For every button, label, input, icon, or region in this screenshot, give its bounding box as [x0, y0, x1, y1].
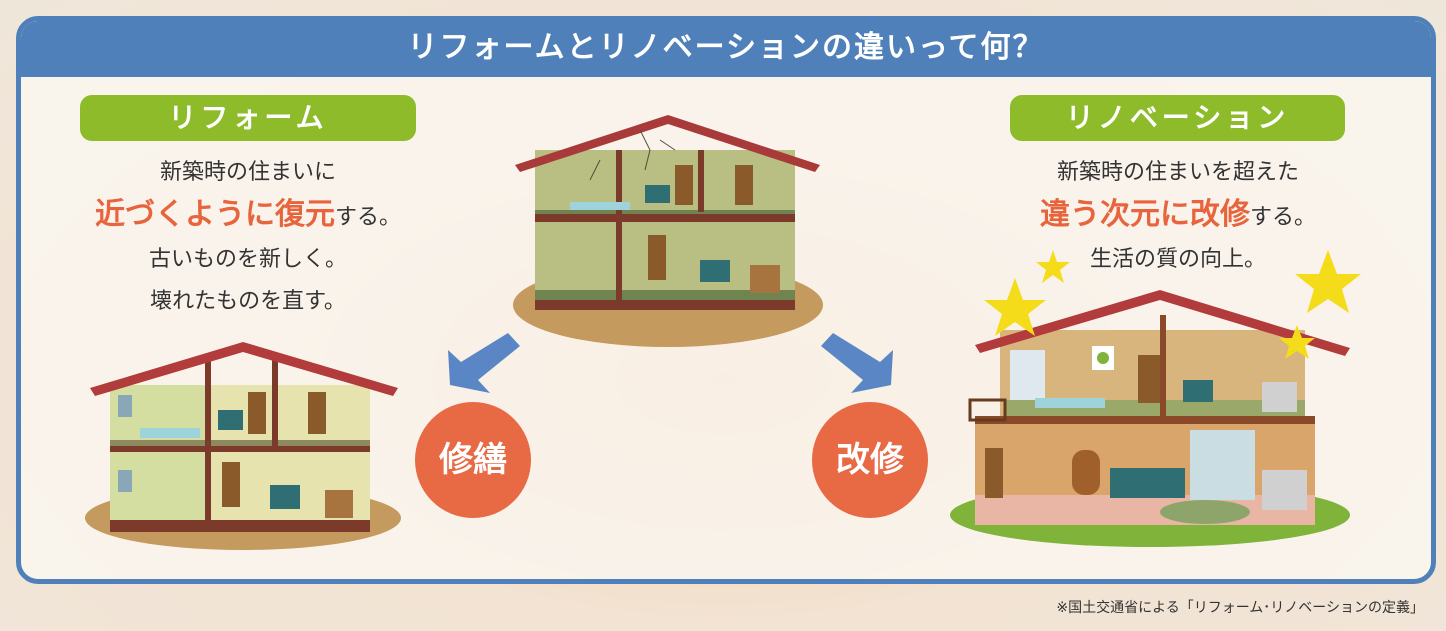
reform-house-illustration — [85, 342, 401, 550]
star-icon — [1279, 325, 1315, 359]
reform-highlight: 近づくように復元 — [94, 197, 335, 232]
reform-description: 新築時の住まいに 近づくように復元する。 古いものを新しく。 壊れたものを直す。 — [94, 160, 401, 314]
renovation-highlight: 違う次元に改修 — [1039, 197, 1250, 232]
renovation-house-illustration — [950, 290, 1350, 547]
reform-label: リフォーム — [80, 95, 416, 141]
renovation-badge: 改修 — [812, 402, 928, 518]
old-house-illustration — [513, 115, 823, 347]
page-title: リフォームとリノベーションの違いって何？ — [21, 21, 1431, 77]
star-icon — [1295, 250, 1361, 313]
star-icon — [1036, 250, 1070, 283]
arrow-down-left-icon — [448, 333, 520, 393]
star-icon — [984, 278, 1046, 336]
footnote: ※国土交通省による「リフォーム･リノベーションの定義」 — [1056, 600, 1424, 616]
renovation-label: リノベーション — [1010, 95, 1345, 141]
arrow-down-right-icon — [821, 333, 893, 393]
repair-badge: 修繕 — [415, 402, 531, 518]
renovation-description: 新築時の住まいを超えた 違う次元に改修する。 生活の質の向上。 — [1039, 160, 1316, 272]
